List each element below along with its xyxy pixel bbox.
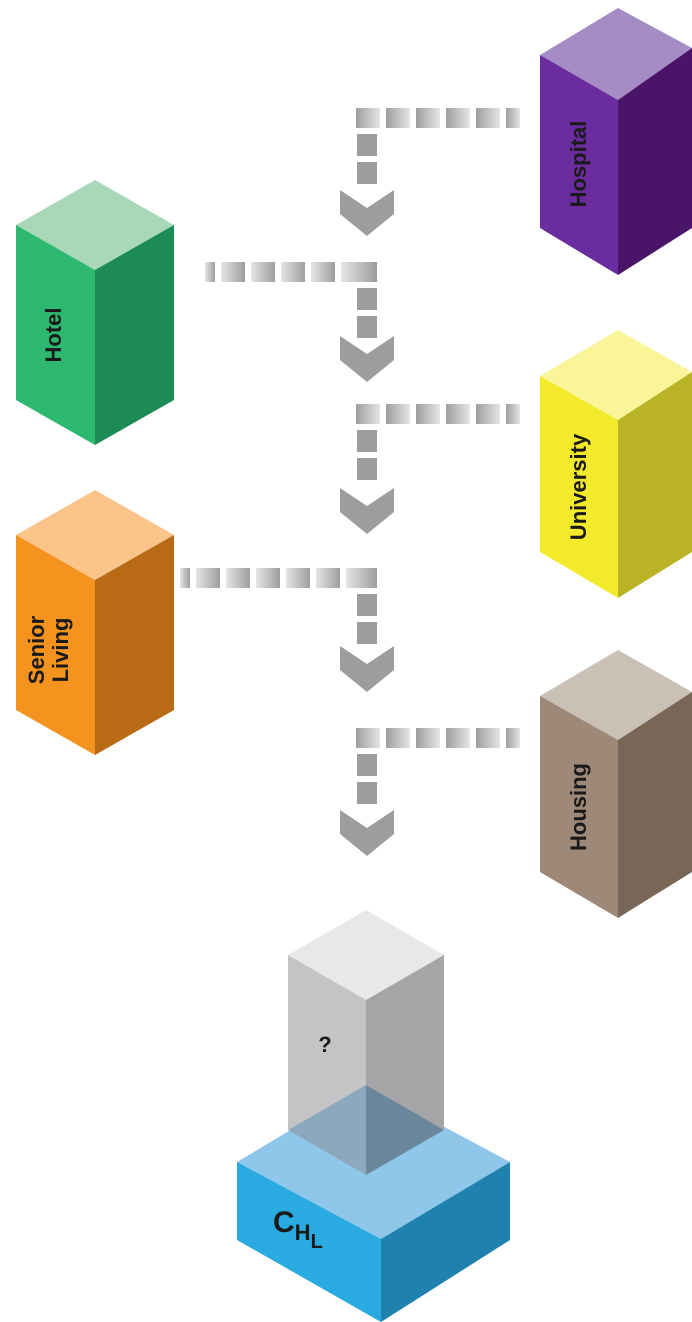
block-label-senior: Senior [24, 615, 49, 684]
block-right-face [618, 372, 692, 598]
block-label-hotel: Hotel [41, 308, 66, 363]
chevron-down-icon [340, 646, 394, 692]
block-label-hospital: Hospital [566, 121, 591, 208]
dash-column [357, 134, 377, 184]
dash-row [356, 728, 520, 748]
block-left-face [237, 1162, 381, 1322]
dash-column [357, 430, 377, 480]
block-right-face [95, 535, 174, 755]
block-hospital: Hospital [540, 8, 692, 275]
dash-row [356, 108, 520, 128]
block-label-university: University [566, 433, 591, 540]
connector-hotel [205, 262, 394, 382]
base-label: CHL [273, 1206, 323, 1253]
block-unknown: ? [288, 910, 444, 1175]
block-senior-living: Senior Living [16, 490, 174, 755]
block-left-face [16, 535, 95, 755]
block-right-face [95, 225, 174, 445]
block-housing: Housing [540, 650, 692, 918]
block-left-face [16, 225, 95, 445]
dash-row [205, 262, 377, 282]
block-label-living: Living [48, 618, 73, 683]
base-label-subsub: L [311, 1231, 323, 1253]
dash-column [357, 288, 377, 338]
base-label-sub: H [295, 1220, 311, 1245]
block-right-face [618, 692, 692, 918]
chevron-down-icon [340, 190, 394, 236]
block-top-face [540, 330, 692, 420]
dash-column [357, 594, 377, 644]
dash-row [356, 404, 520, 424]
base-label-main: C [273, 1206, 295, 1239]
block-left-face [540, 696, 618, 918]
connector-hospital [340, 108, 520, 236]
block-label-unknown: ? [318, 1032, 331, 1057]
chevron-down-icon [340, 336, 394, 382]
connector-university [340, 404, 520, 534]
block-university: University [540, 330, 692, 598]
connector-housing [340, 728, 520, 856]
block-label-housing: Housing [566, 763, 591, 851]
chevron-down-icon [340, 810, 394, 856]
dash-column [357, 754, 377, 804]
block-left-face [540, 376, 618, 598]
connector-senior-living [180, 568, 394, 692]
block-right-face [618, 48, 692, 275]
block-right-face [381, 1162, 510, 1322]
block-top-face [540, 650, 692, 740]
block-hotel: Hotel [16, 180, 174, 445]
block-top-face [540, 8, 692, 100]
dash-row [180, 568, 377, 588]
block-left-face [540, 55, 618, 275]
overlap-left [288, 1085, 366, 1175]
overlap-right [366, 1085, 444, 1175]
chevron-down-icon [340, 488, 394, 534]
